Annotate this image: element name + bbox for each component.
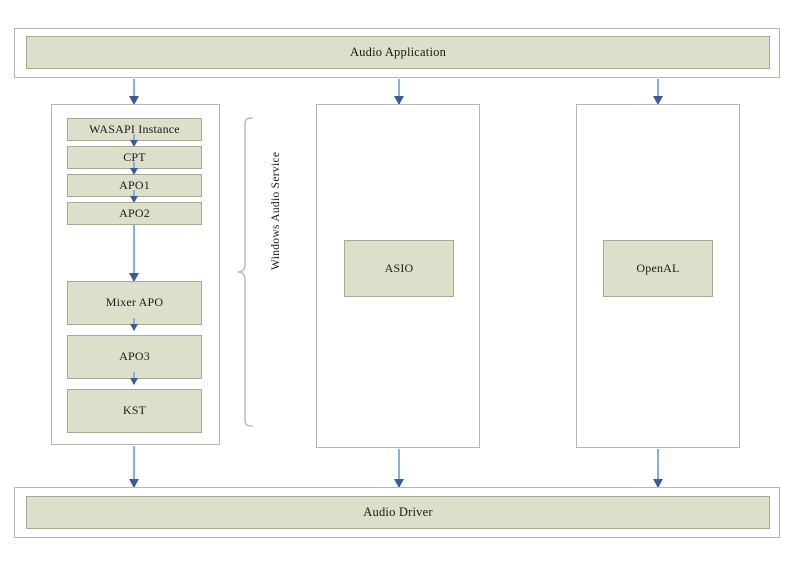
- windows-audio-service-brace: [236, 116, 254, 428]
- arrow-app-to-windows-stack: [133, 79, 135, 104]
- arrow-asio-to-driver: [398, 449, 400, 487]
- arrow-apo2-to-mixer-apo: [133, 225, 135, 281]
- arrow-cpt-to-apo1: [133, 162, 135, 174]
- arrow-openal-to-driver: [657, 449, 659, 487]
- node-kst[interactable]: KST: [67, 389, 202, 433]
- arrow-app-to-asio: [398, 79, 400, 104]
- arrow-apo3-to-kst: [133, 372, 135, 384]
- windows-audio-service-label: Windows Audio Service: [270, 151, 282, 270]
- arrow-mixer-apo-to-apo3: [133, 318, 135, 330]
- arrow-windows-stack-to-driver: [133, 446, 135, 487]
- arrow-app-to-openal: [657, 79, 659, 104]
- audio-application-box[interactable]: Audio Application: [26, 36, 770, 69]
- audio-driver-box[interactable]: Audio Driver: [26, 496, 770, 529]
- arrow-apo1-to-apo2: [133, 190, 135, 202]
- node-openal[interactable]: OpenAL: [603, 240, 713, 297]
- arrow-wasapi-to-cpt: [133, 134, 135, 146]
- node-asio[interactable]: ASIO: [344, 240, 454, 297]
- node-apo2[interactable]: APO2: [67, 202, 202, 225]
